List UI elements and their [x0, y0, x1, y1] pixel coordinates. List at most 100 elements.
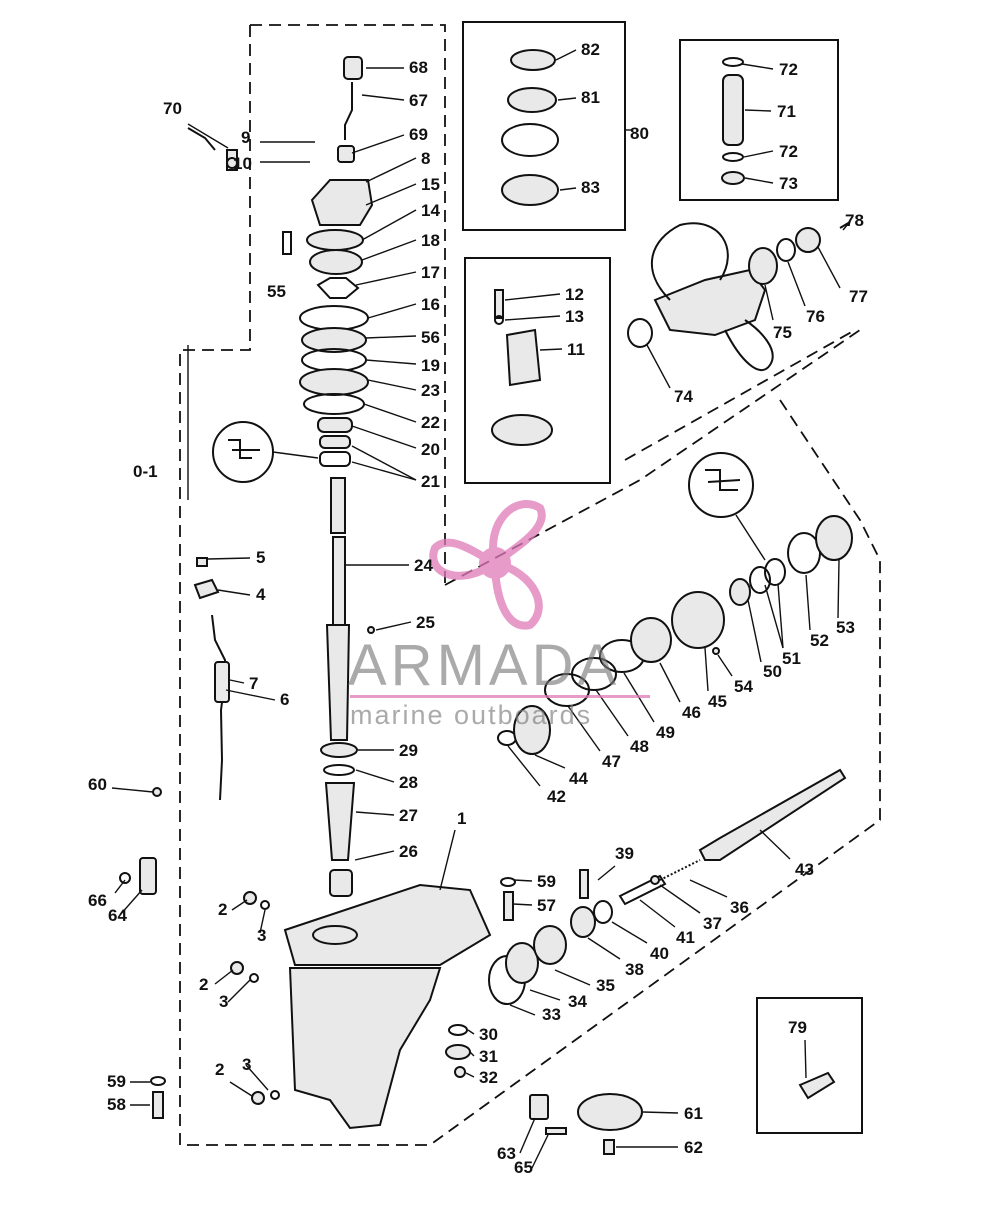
callout-64: 64: [108, 906, 127, 925]
part-28-ring: [323, 764, 355, 776]
callout-6: 6: [280, 690, 289, 709]
callout-27: 27: [399, 806, 418, 825]
leader-line: [659, 662, 681, 703]
impeller-kit-inset-box: [462, 21, 626, 231]
part-66-washer: [119, 872, 131, 884]
leader-line: [744, 109, 772, 112]
part-2-bolt-c: [251, 1091, 265, 1105]
callout-38: 38: [625, 960, 644, 979]
part-11-housing: [505, 328, 542, 387]
part-23-gasket: [303, 393, 365, 415]
callout-19: 19: [421, 356, 440, 375]
callout-56: 56: [421, 328, 440, 347]
callout-42: 42: [547, 787, 566, 806]
part-5-screw: [196, 557, 208, 567]
leader-line: [229, 679, 245, 684]
leader-line: [659, 884, 701, 914]
leader-line: [217, 589, 251, 596]
shaft-inset-box: [679, 39, 839, 201]
callout-62: 62: [684, 1138, 703, 1157]
part-63-plate: [529, 1094, 549, 1120]
seal-detail-circle: [212, 421, 274, 483]
watermark-title: ARMADA: [348, 633, 620, 698]
part-74-thrust-hub: [627, 318, 653, 348]
callout-14: 14: [421, 201, 440, 220]
part-57-screw: [503, 891, 514, 921]
callout-0-1: 0-1: [133, 462, 158, 481]
callout-9: 9: [241, 128, 250, 147]
sensor-inset-box: [756, 997, 863, 1134]
leader-line: [744, 177, 774, 184]
callout-39: 39: [615, 844, 634, 863]
leader-line: [467, 1029, 475, 1035]
part-82-plate: [510, 49, 556, 71]
callout-3c: 3: [242, 1055, 251, 1074]
part-59-washer-a: [500, 877, 516, 887]
part-8-pump-housing: [310, 179, 374, 226]
callout-21: 21: [421, 472, 440, 491]
leader-line: [805, 574, 811, 631]
leader-line: [187, 123, 229, 149]
leader-line: [245, 1064, 269, 1091]
assembly-boundaries: [179, 24, 881, 1146]
callout-3b: 3: [219, 992, 228, 1011]
callout-80: 80: [630, 124, 649, 143]
leader-line: [531, 1134, 549, 1169]
leader-line: [361, 94, 405, 101]
part-18-key: [316, 277, 360, 299]
callout-75: 75: [773, 323, 792, 342]
leader-line: [225, 689, 276, 701]
part-29-bearing: [320, 742, 358, 758]
leader-line: [646, 344, 671, 389]
leader-line: [355, 811, 395, 816]
leader-line: [259, 909, 266, 934]
callout-36: 36: [730, 898, 749, 917]
callout-46: 46: [682, 703, 701, 722]
part-68-grommet: [343, 56, 363, 80]
pump-housing-inset-box: [464, 257, 611, 484]
driveshaft-lower: [325, 624, 351, 741]
part-17-gasket: [299, 305, 369, 331]
seal-detail-leader: [272, 451, 319, 459]
callout-13: 13: [565, 307, 584, 326]
leader-line: [555, 49, 577, 61]
callout-73: 73: [779, 174, 798, 193]
part-11-base: [491, 414, 553, 446]
callout-44: 44: [569, 769, 588, 788]
part-72-oring-a: [722, 57, 744, 67]
callout-72b: 72: [779, 142, 798, 161]
callout-22: 22: [421, 413, 440, 432]
part-22-seal: [317, 417, 353, 433]
part-4-connector: [193, 578, 220, 600]
seal-detail-profile-2: [705, 469, 741, 491]
leader-line: [557, 97, 577, 101]
part-2-bolt-b: [230, 961, 244, 975]
leader-line: [804, 1039, 807, 1079]
propeller-blade-top: [651, 222, 729, 301]
driveshaft-spline: [330, 477, 346, 534]
callout-59a: 59: [537, 872, 556, 891]
leader-line: [504, 293, 561, 301]
part-21-seals: [319, 451, 351, 467]
callout-61: 61: [684, 1104, 703, 1123]
part-58-screw: [152, 1091, 164, 1119]
leader-line: [787, 261, 806, 307]
callout-53: 53: [836, 618, 855, 637]
part-3-washer-a: [260, 900, 270, 910]
part-19-base: [299, 368, 369, 396]
callout-82: 82: [581, 40, 600, 59]
kit-impeller: [501, 123, 559, 157]
leader-line: [365, 183, 417, 206]
callout-50: 50: [763, 662, 782, 681]
propeller-hub: [653, 268, 767, 337]
part-79-sensor: [798, 1071, 836, 1100]
leader-line: [509, 1004, 536, 1016]
part-16-plate: [301, 327, 367, 353]
part-69-seal: [337, 145, 355, 163]
callout-28: 28: [399, 773, 418, 792]
part-73-nut: [721, 171, 745, 185]
callout-45: 45: [708, 692, 727, 711]
part-71-shaft: [722, 74, 744, 146]
callout-79: 79: [788, 1018, 807, 1037]
leader-line: [229, 1081, 253, 1097]
